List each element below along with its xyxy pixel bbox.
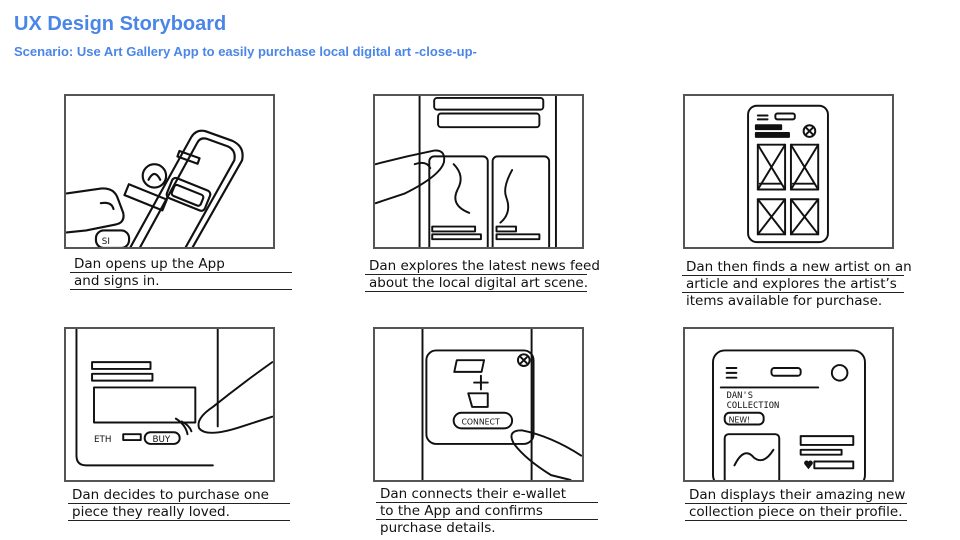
caption-3: Dan then finds a new artist on an articl… — [682, 259, 912, 309]
connect-button-sketch: CONNECT — [461, 417, 500, 426]
storyboard-frame-6: DAN'S COLLECTION NEW! — [683, 327, 894, 482]
storyboard-frame-5: CONNECT — [373, 327, 584, 482]
buy-button-sketch: BUY — [152, 435, 170, 445]
caption-5-line-3: purchase details. — [380, 520, 496, 536]
storyboard-frame-3 — [683, 94, 894, 249]
caption-6: Dan displays their amazing new collectio… — [685, 487, 907, 521]
sketch-news-feed — [375, 96, 557, 247]
caption-2: Dan explores the latest news feed about … — [365, 258, 600, 292]
caption-3-line-1: Dan then finds a new artist on an — [682, 259, 912, 276]
sketch-artist-gallery — [747, 104, 829, 244]
caption-6-line-2: collection piece on their profile. — [685, 504, 907, 521]
new-tag-sketch: NEW! — [729, 416, 751, 425]
caption-1: Dan opens up the App and signs in. — [70, 256, 292, 290]
caption-3-line-3: items available for purchase. — [686, 293, 883, 309]
caption-4: Dan decides to purchase one piece they r… — [68, 487, 290, 521]
caption-3-line-2: article and explores the artist’s — [682, 276, 904, 293]
caption-4-line-1: Dan decides to purchase one — [68, 487, 290, 504]
caption-2-line-1: Dan explores the latest news feed — [365, 258, 600, 275]
caption-2-line-2: about the local digital art scene. — [365, 275, 588, 292]
sketch-profile-collection: DAN'S COLLECTION NEW! — [712, 349, 866, 480]
collection-heading-line-2: COLLECTION — [727, 401, 780, 411]
storyboard-frame-1: SI — [64, 94, 275, 249]
caption-6-line-1: Dan displays their amazing new — [685, 487, 907, 504]
sketch-wallet-connect: CONNECT — [421, 329, 582, 480]
sketch-phone-sign-in: SI — [66, 129, 244, 247]
sign-in-button-sketch: SI — [102, 237, 110, 247]
caption-1-line-1: Dan opens up the App — [70, 256, 292, 273]
storyboard-frame-2 — [373, 94, 584, 249]
collection-heading-line-1: DAN'S — [727, 391, 753, 401]
caption-5-line-2: to the App and confirms — [376, 503, 598, 520]
eth-label-sketch: ETH — [94, 435, 111, 445]
storyboard-frame-4: ETH BUY — [64, 327, 275, 482]
caption-1-line-2: and signs in. — [70, 273, 292, 290]
caption-4-line-2: piece they really loved. — [68, 504, 290, 521]
scenario-subtitle: Scenario: Use Art Gallery App to easily … — [14, 44, 477, 59]
sketch-purchase-buy: ETH BUY — [75, 329, 273, 467]
caption-5-line-1: Dan connects their e-wallet — [376, 486, 598, 503]
page-title: UX Design Storyboard — [14, 13, 227, 35]
caption-5: Dan connects their e-wallet to the App a… — [376, 486, 598, 536]
